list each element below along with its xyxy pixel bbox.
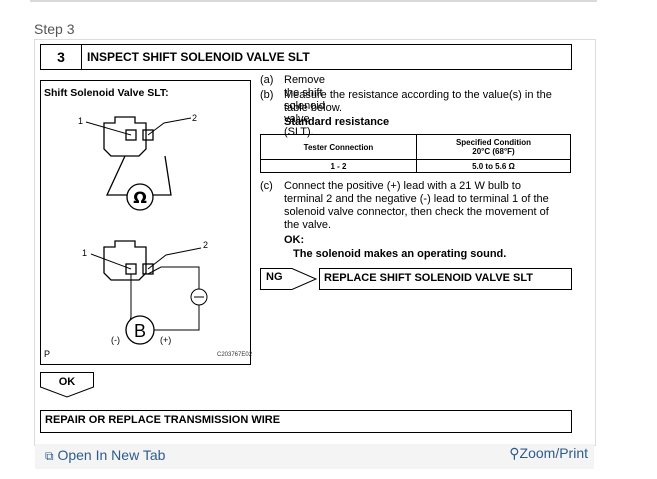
ok-action-box: REPAIR OR REPLACE TRANSMISSION WIRE (40, 410, 572, 433)
step-number: 3 (41, 45, 82, 69)
top-terminal-2 (142, 129, 154, 141)
ng-label: NG (266, 271, 283, 283)
ng-action: REPLACE SHIFT SOLENOID VALVE SLT (324, 272, 534, 284)
top-pin-1-label: 1 (78, 116, 83, 126)
bottom-pin-2-label: 2 (203, 240, 208, 250)
ok-badge: OK (40, 372, 94, 398)
table-header-tester: Tester Connection (260, 134, 417, 160)
bottom-lead-2 (147, 247, 202, 270)
battery-symbol: B (134, 321, 146, 341)
ok-arrow-shape (40, 372, 94, 398)
figure-code: C203767E02 (217, 352, 253, 358)
magnifier-icon: ⚲ (509, 445, 520, 461)
table-header-condition: Specified Condition 20°C (68°F) (416, 134, 571, 160)
solenoid-diagram: 1 2 Ω 1 2 B (-) (+) (78, 113, 208, 345)
bottom-lead-1 (90, 253, 132, 270)
ng-arrow-shape (260, 268, 318, 290)
ok-action: REPAIR OR REPLACE TRANSMISSION WIRE (45, 414, 281, 426)
figure-caption: Shift Solenoid Valve SLT: (44, 87, 169, 99)
bottom-pin-1-label: 1 (82, 248, 87, 258)
ohm-symbol: Ω (133, 188, 147, 207)
top-terminal-1 (125, 129, 137, 141)
open-in-new-tab-link[interactable]: ⧉ Open In New Tab (45, 447, 166, 463)
resistance-table: Tester Connection Specified Condition 20… (260, 134, 571, 173)
open-tab-icon: ⧉ (45, 449, 54, 463)
top-lead-2 (147, 117, 192, 136)
battery (125, 315, 155, 345)
bottom-connector-body (103, 240, 147, 281)
top-connector-body (103, 116, 147, 157)
top-divider (30, 0, 597, 2)
standard-resistance-label: Standard resistance (284, 116, 390, 128)
negative-label: (-) (111, 335, 120, 345)
footer-bar: ⧉ Open In New Tab ⚲Zoom/Print (35, 444, 594, 469)
step-title: Step 3 (34, 21, 75, 37)
ng-action-box: REPLACE SHIFT SOLENOID VALVE SLT (319, 268, 572, 290)
ok-criteria-text: The solenoid makes an operating sound. (293, 248, 507, 260)
table-cell-connection: 1 - 2 (260, 159, 417, 173)
step-heading: INSPECT SHIFT SOLENOID VALVE SLT (87, 50, 310, 64)
step-header: 3 INSPECT SHIFT SOLENOID VALVE SLT (40, 44, 572, 70)
table-cell-condition: 5.0 to 5.6 Ω (416, 159, 571, 173)
figure-corner-label: P (44, 349, 51, 359)
ok-criteria-label: OK: (284, 234, 305, 246)
diagram-figure: Shift Solenoid Valve SLT: 1 2 Ω (40, 80, 253, 365)
ng-badge: NG (260, 268, 318, 290)
top-lead-1 (85, 121, 132, 136)
table-header-row: Tester Connection Specified Condition 20… (260, 134, 571, 160)
table-row: 1 - 2 5.0 to 5.6 Ω (260, 159, 571, 173)
positive-label: (+) (160, 335, 171, 345)
zoom-print-link[interactable]: ⚲Zoom/Print (509, 445, 588, 461)
ohm-meter (126, 183, 154, 211)
ok-label: OK (58, 376, 76, 388)
top-pin-2-label: 2 (192, 113, 197, 123)
